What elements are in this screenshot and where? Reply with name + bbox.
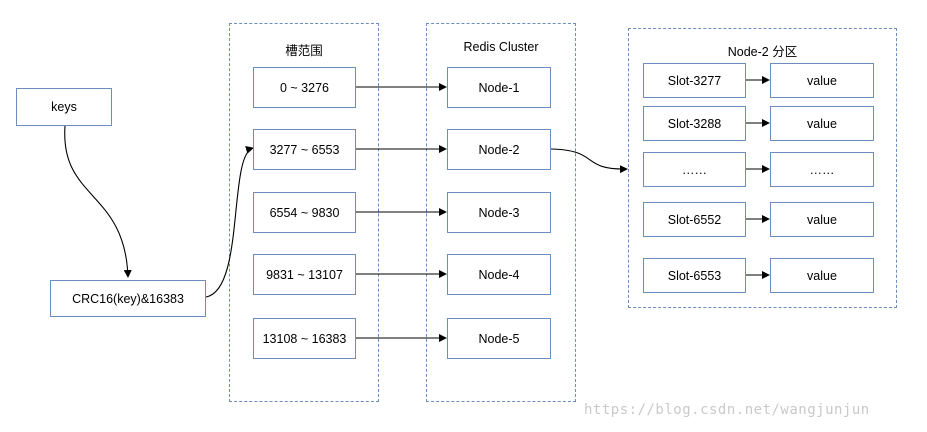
slot-range-box: 13108 ~ 16383	[253, 318, 356, 359]
keys-to-hash-arrow	[64, 125, 132, 278]
slot-box: ……	[643, 152, 746, 187]
node2-partition-group: Node-2 分区	[628, 28, 897, 308]
cluster-node-box: Node-5	[447, 318, 551, 359]
cluster-node-box: Node-3	[447, 192, 551, 233]
keys-box: keys	[16, 88, 112, 126]
cluster-node-box: Node-2	[447, 129, 551, 170]
value-box: value	[770, 258, 874, 293]
value-box: value	[770, 106, 874, 141]
value-box: value	[770, 202, 874, 237]
slot-range-box: 0 ~ 3276	[253, 67, 356, 108]
slot-box: Slot-3277	[643, 63, 746, 98]
redis-cluster-group-title: Redis Cluster	[463, 40, 539, 54]
node2-partition-group-title: Node-2 分区	[727, 45, 798, 59]
slot-range-box: 3277 ~ 6553	[253, 129, 356, 170]
slot-box: Slot-3288	[643, 106, 746, 141]
value-box: value	[770, 63, 874, 98]
slot-box: Slot-6552	[643, 202, 746, 237]
hash-function-box: CRC16(key)&16383	[50, 280, 206, 317]
slot-box: Slot-6553	[643, 258, 746, 293]
slot-range-box: 6554 ~ 9830	[253, 192, 356, 233]
slot-range-box: 9831 ~ 13107	[253, 254, 356, 295]
cluster-node-box: Node-4	[447, 254, 551, 295]
cluster-node-box: Node-1	[447, 67, 551, 108]
value-box: ……	[770, 152, 874, 187]
watermark-text: https://blog.csdn.net/wangjunjun	[584, 402, 870, 418]
slot-range-group-title: 槽范围	[285, 44, 323, 58]
